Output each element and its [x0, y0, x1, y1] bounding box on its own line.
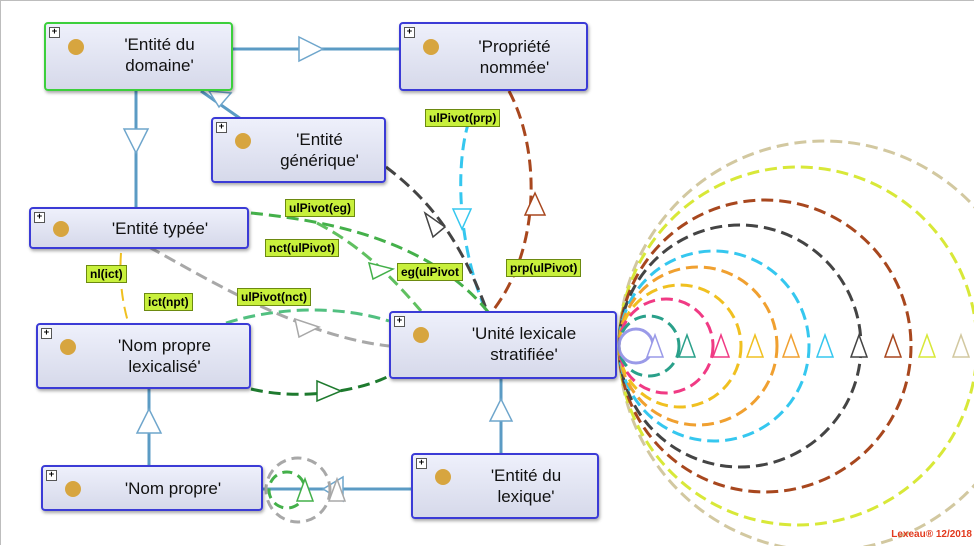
expand-icon[interactable]: + — [41, 328, 52, 339]
node-entite-du-domaine[interactable]: + 'Entité du domaine' — [44, 22, 233, 91]
edge-label-prp-ulpivot[interactable]: prp(ulPivot) — [506, 259, 582, 277]
arrow-teal — [677, 332, 697, 358]
arrowhead-prp-ulpivot — [523, 191, 547, 216]
arrowhead-nompropre-lexicalise — [135, 407, 163, 434]
arrow-brown — [883, 332, 903, 358]
edge-label-ict-npt[interactable]: ict(npt) — [144, 293, 193, 311]
node-label: 'Entité du domaine' — [124, 35, 195, 75]
arrow-lavender — [645, 332, 665, 358]
arrow-yellowgreen — [917, 332, 937, 358]
watermark: Lexeau® 12/2018 — [891, 529, 972, 540]
selfloop-orange — [617, 265, 779, 427]
node-nom-propre[interactable]: + 'Nom propre' — [41, 465, 263, 511]
node-propriete-nommee[interactable]: + 'Propriété nommée' — [399, 22, 588, 91]
arrow-orange — [781, 332, 801, 358]
class-icon — [60, 339, 76, 355]
arrowhead-domaine-propriete — [298, 35, 325, 63]
arrowhead-domaine-typee — [122, 128, 150, 155]
expand-icon[interactable]: + — [49, 27, 60, 38]
class-icon — [53, 221, 69, 237]
node-entite-du-lexique[interactable]: + 'Entité du lexique' — [411, 453, 599, 519]
selfloop-grey-arrow — [327, 476, 347, 502]
arrow-dark — [849, 332, 869, 358]
edge-nct-ulpivot — [250, 211, 491, 314]
edge-ulpivot-nct — [225, 308, 390, 325]
edge-label-nct-ulpivot[interactable]: nct(ulPivot) — [265, 239, 339, 257]
class-icon — [413, 327, 429, 343]
arrow-tan — [951, 332, 971, 358]
arrow-pink — [711, 332, 731, 358]
edge-label-nl-ict[interactable]: nl(ict) — [86, 265, 127, 283]
arrowhead-typee-grey — [293, 317, 321, 339]
node-label: 'Entité typée' — [111, 219, 209, 238]
arrowhead-nct-ulpivot — [367, 261, 396, 281]
node-unite-lexicale-stratifiee[interactable]: + 'Unité lexicale stratifiée' — [389, 311, 617, 379]
selfloop-teal — [617, 314, 681, 378]
node-entite-generique[interactable]: + 'Entité générique' — [211, 117, 386, 183]
edge-eg-ulpivot — [385, 165, 489, 312]
selfloop-grey — [264, 456, 332, 524]
arrowhead-lexicalise-unite — [316, 379, 343, 403]
selfloop-lavender — [617, 327, 655, 365]
selfloop-pink — [617, 297, 715, 395]
selfloop-yellowgreen — [617, 165, 974, 527]
selfloop-green-arrow — [295, 476, 315, 502]
node-label: 'Nom propre lexicalisé' — [117, 336, 211, 376]
arrowhead-eg-ulpivot — [423, 211, 447, 239]
node-label: 'Entité générique' — [280, 130, 359, 170]
class-icon — [65, 481, 81, 497]
node-nom-propre-lexicalise[interactable]: + 'Nom propre lexicalisé' — [36, 323, 251, 389]
expand-icon[interactable]: + — [416, 458, 427, 469]
node-entite-typee[interactable]: + 'Entité typée' — [29, 207, 249, 249]
node-label: 'Propriété nommée' — [478, 37, 551, 77]
node-label: 'Unité lexicale stratifiée' — [471, 324, 577, 364]
node-label: 'Nom propre' — [124, 479, 222, 498]
arrowhead-ulpivot-prp — [451, 208, 473, 231]
edge-typee-lexicalise-grey — [148, 245, 390, 348]
expand-icon[interactable]: + — [46, 470, 57, 481]
arrowhead-lexique-unite — [488, 397, 514, 422]
class-icon — [423, 39, 439, 55]
arrow-yellow — [745, 332, 765, 358]
class-icon — [68, 39, 84, 55]
edge-label-eg-ulpivot[interactable]: eg(ulPivot — [397, 263, 464, 281]
expand-icon[interactable]: + — [216, 122, 227, 133]
expand-icon[interactable]: + — [34, 212, 45, 223]
selfloop-tan — [617, 139, 974, 546]
class-icon — [435, 469, 451, 485]
node-label: 'Entité du lexique' — [490, 466, 562, 506]
edge-label-ulpivot-nct[interactable]: ulPivot(nct) — [237, 288, 311, 306]
selfloop-brown — [617, 198, 913, 494]
edge-nl-ict — [119, 252, 130, 326]
arrow-cyan — [815, 332, 835, 358]
class-icon — [235, 133, 251, 149]
arrowhead-domaine-generique — [207, 90, 233, 109]
edge-label-ulpivot-prp[interactable]: ulPivot(prp) — [425, 109, 501, 127]
expand-icon[interactable]: + — [394, 316, 405, 327]
edge-label-ulpivot-eg[interactable]: ulPivot(eg) — [285, 199, 355, 217]
expand-icon[interactable]: + — [404, 27, 415, 38]
